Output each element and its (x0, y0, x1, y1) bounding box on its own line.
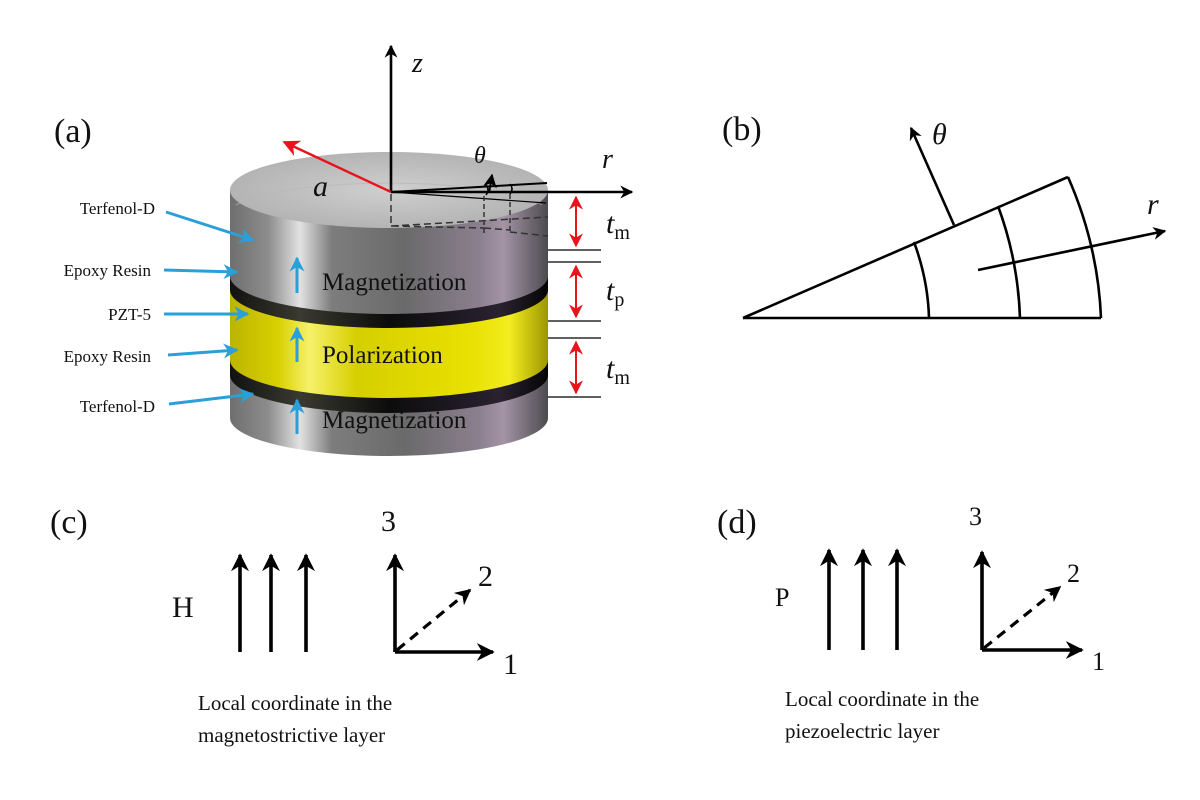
layer-label-magnetization-top: Magnetization (322, 269, 467, 296)
theta-label-b: θ (932, 118, 947, 151)
r-direction-arrow (977, 227, 1167, 272)
caption-c-line2: magnetostrictive layer (198, 723, 385, 747)
field-label-h: H (172, 591, 194, 624)
field-arrows-h (231, 553, 315, 652)
theta-wedge-element (390, 173, 549, 237)
axis-label-1-d: 1 (1092, 647, 1105, 676)
pointer-arrow (163, 264, 239, 280)
panel-label-c: (c) (50, 504, 88, 541)
axis-label-1-c: 1 (503, 648, 518, 681)
panel-a: (a) z r (54, 44, 634, 456)
r-axis-label: r (602, 144, 613, 175)
thickness-label-tp: tp (606, 274, 624, 311)
material-label-terfenol-bottom: Terfenol-D (80, 397, 155, 416)
thickness-label-tm-bottom: tm (606, 352, 630, 389)
material-label-epoxy-lower: Epoxy Resin (64, 347, 152, 366)
layer-label-magnetization-bottom: Magnetization (322, 407, 467, 434)
axis-label-2-c: 2 (478, 560, 493, 593)
panel-label-a: (a) (54, 113, 92, 150)
axis-label-3-c: 3 (381, 505, 396, 538)
z-axis-label: z (411, 48, 423, 79)
sector-element-diagram (742, 175, 1103, 320)
panel-b: (b) θ r (722, 111, 1167, 320)
field-arrows-p (820, 548, 906, 650)
axis-label-3-d: 3 (969, 502, 982, 531)
field-label-p: P (775, 583, 789, 612)
panel-label-b: (b) (722, 111, 762, 148)
local-coordinate-axes-c (386, 553, 495, 661)
material-label-terfenol-top: Terfenol-D (80, 199, 155, 218)
pointer-arrow (167, 343, 239, 359)
panel-c: (c) H 3 2 1 Local coordinate in the magn… (50, 504, 518, 747)
caption-d-line1: Local coordinate in the (785, 687, 979, 711)
panel-d: (d) P 3 2 1 Local coordinate in the piez… (717, 502, 1105, 743)
layer-label-polarization: Polarization (322, 342, 443, 369)
caption-d-line2: piezoelectric layer (785, 719, 939, 743)
material-label-epoxy-upper: Epoxy Resin (64, 261, 152, 280)
theta-label: θ (474, 143, 486, 169)
thickness-label-tm-top: tm (606, 207, 630, 244)
thickness-dimensions (548, 195, 601, 398)
r-label-b: r (1147, 188, 1159, 221)
local-coordinate-axes-d (973, 550, 1084, 659)
material-label-pzt: PZT-5 (108, 305, 151, 324)
theta-direction-arrow (909, 126, 956, 226)
pointer-arrow (165, 210, 255, 244)
pointer-arrow (168, 388, 255, 406)
radius-label: a (313, 170, 328, 203)
radius-arrow (282, 140, 392, 194)
panel-label-d: (d) (717, 504, 757, 541)
caption-c-line1: Local coordinate in the (198, 691, 392, 715)
axis-label-2-d: 2 (1067, 559, 1080, 588)
